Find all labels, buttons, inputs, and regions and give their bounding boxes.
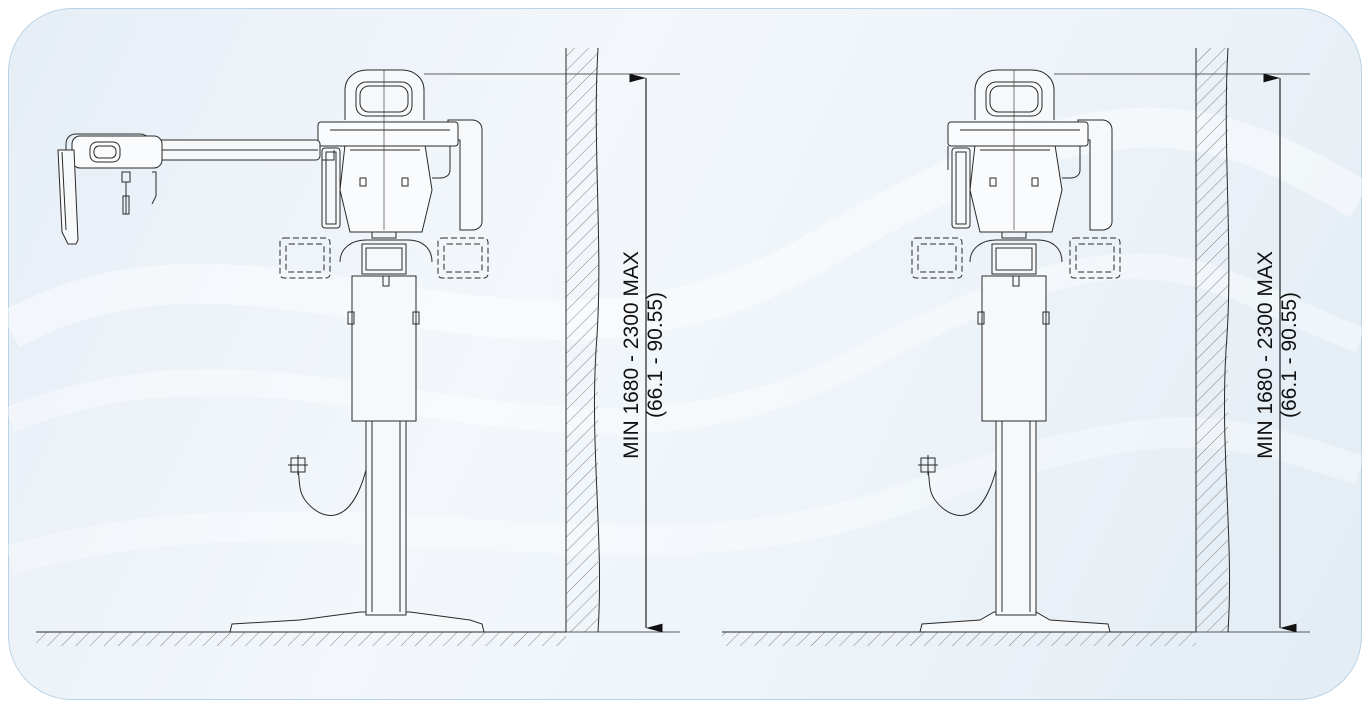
dimension-label-right-line1: MIN 1680 - 2300 MAX [1254,251,1277,459]
hand-grip-right [1069,237,1121,279]
background-waves [0,107,1364,575]
control-panel [361,243,407,275]
rotating-arm [339,144,433,233]
wall-hatch [566,48,598,632]
diagram-left [36,47,680,646]
floor-hatch [722,632,1196,646]
hand-grip-left [279,237,331,279]
control-panel [991,243,1037,275]
cable [297,469,367,516]
cable [927,469,997,516]
column-lower [995,419,1037,616]
dimension-label-left-line2: (66.1 - 90.55) [644,292,667,418]
floor-hatch [36,632,566,646]
dimension-label-right-line2: (66.1 - 90.55) [1278,292,1301,418]
base-plate [229,611,485,633]
wall-hatch [1196,48,1228,632]
column-upper [981,275,1047,422]
hand-grip-right [437,237,489,279]
diagram-right [722,47,1310,646]
dimension-label-left-line1: MIN 1680 - 2300 MAX [620,251,643,459]
diagram-frame [8,8,1362,700]
column-upper [351,275,417,422]
rotating-arm [969,144,1063,233]
hand-grip-left [911,237,963,279]
